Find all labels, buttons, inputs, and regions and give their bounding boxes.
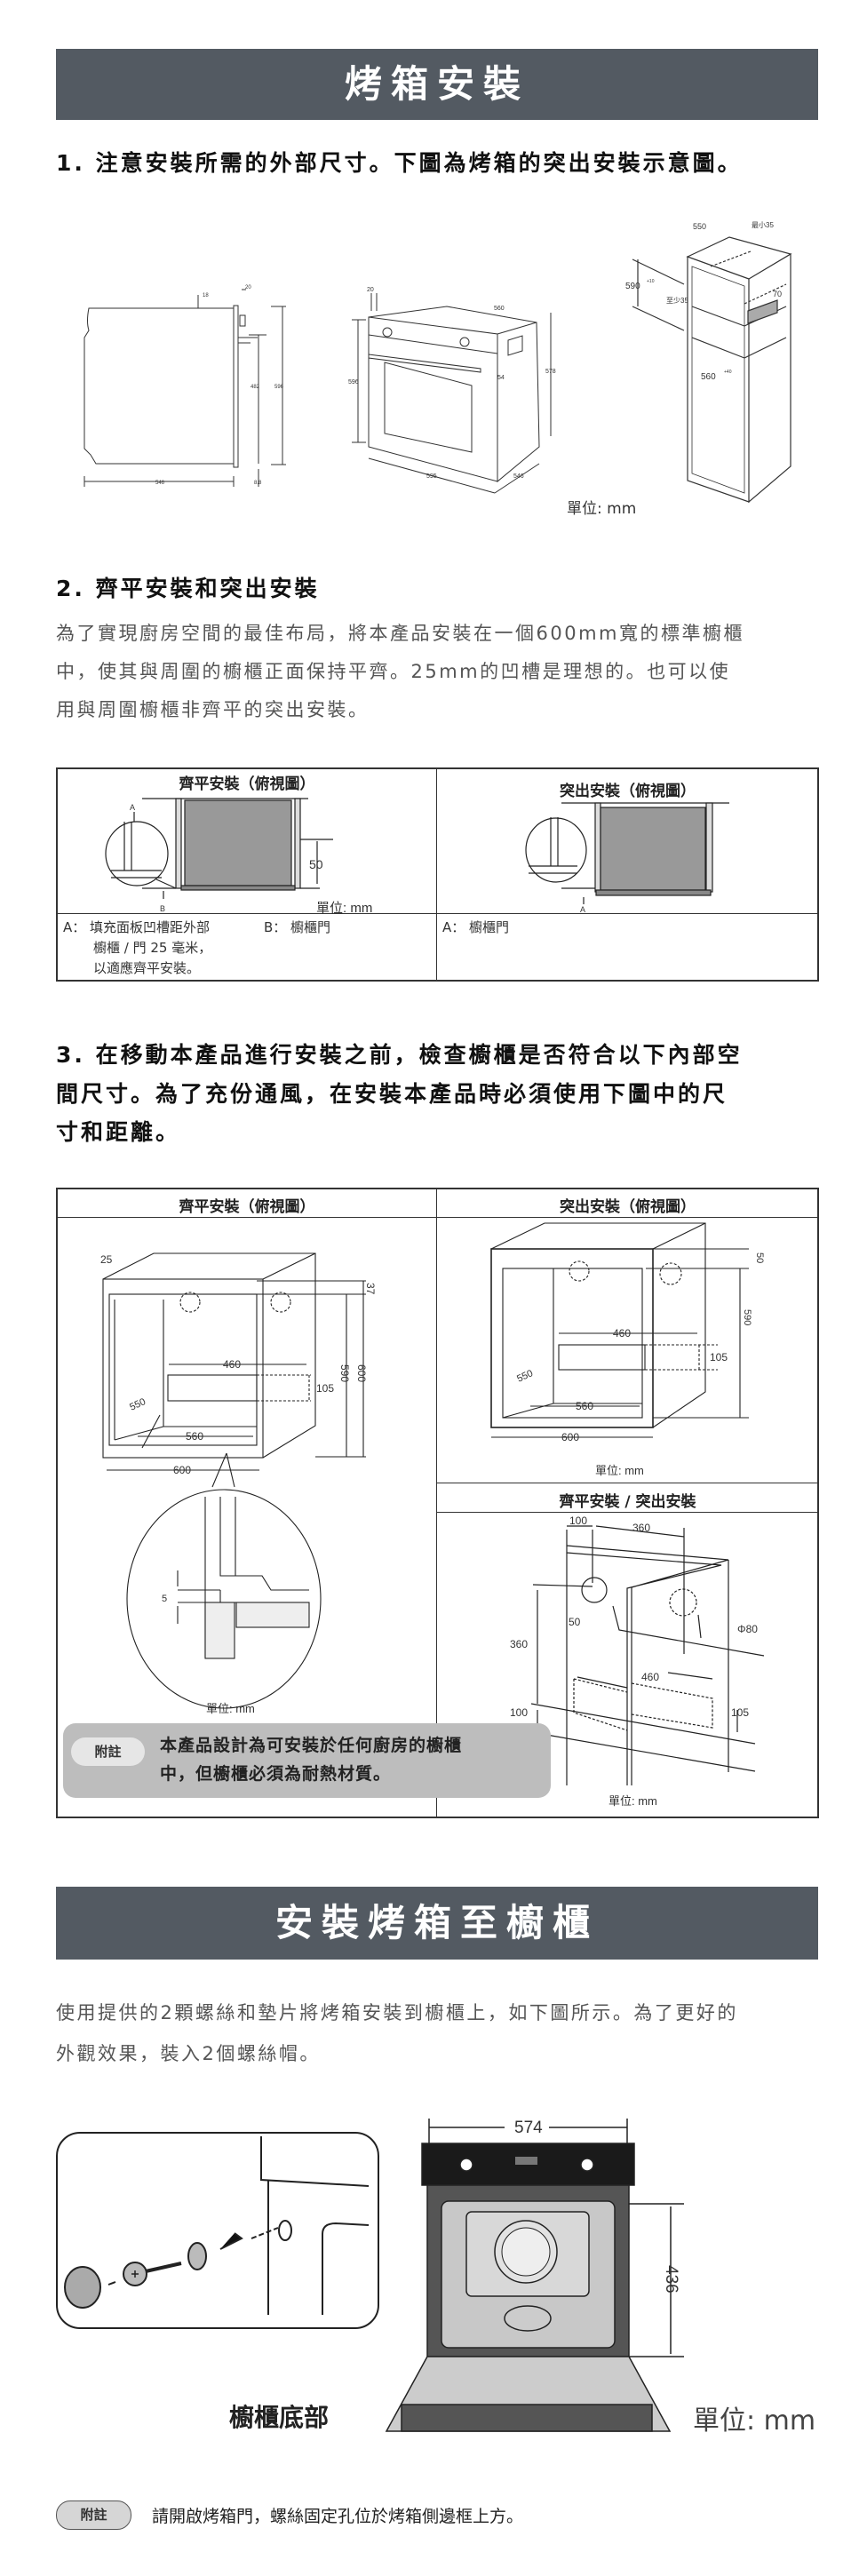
oven-front-diagram: 574 436 (385, 2119, 684, 2432)
at-least-35-label: 至少35 (666, 297, 688, 305)
dim-550: 550 (128, 1396, 147, 1413)
unit-label: 單位: mm (567, 500, 637, 518)
dim-560: 560 (701, 372, 716, 382)
step2-title: 2. 齊平安裝和突出安裝 (56, 576, 320, 601)
flush-cabinet-diagram: 25 37 600 590 460 105 550 560 600 5 單位: … (100, 1252, 377, 1715)
note-b: B： 櫥櫃門 (264, 919, 331, 935)
note-box: 附註 本產品設計為可安裝於任何廚房的櫥櫃 中，但櫥櫃必須為耐熱材質。 (63, 1723, 551, 1798)
flush-protrude-side-diagram: 100 360 Φ80 50 360 460 100 105 單位: mm (510, 1515, 765, 1808)
dim-25: 25 (100, 1253, 113, 1266)
dim-105: 105 (710, 1351, 728, 1364)
flush-header: 齊平安裝（俯視圖） (179, 775, 315, 793)
side-view-diagram: 546 18 20 482 596 8.8 (84, 285, 286, 487)
step3-text-line: 3. 在移動本產品進行安裝之前，檢查櫥櫃是否符合以下內部空 (56, 1042, 743, 1068)
cabinet-bottom-label: 櫥櫃底部 (229, 2403, 330, 2432)
tol-560: +40 (724, 370, 732, 375)
section-header-install-to-cabinet: 安裝烤箱至櫥櫃 (56, 1887, 818, 1960)
dim-574: 574 (514, 2119, 543, 2137)
screw-detail-inset (56, 2132, 379, 2329)
dim-20: 20 (367, 287, 374, 293)
flush-top-view-diagram: A B 50 單位: mm (105, 798, 372, 916)
dim-560: 560 (576, 1400, 593, 1412)
dim-482: 482 (251, 385, 260, 390)
dim-18: 18 (203, 293, 209, 298)
note-badge: 附註 (56, 2500, 131, 2530)
protrude-cabinet-diagram: 50 590 460 105 550 560 600 單位: mm (490, 1222, 765, 1477)
internal-dimensions-table: 齊平安裝（俯視圖） 突出安裝（俯視圖） 齊平安裝 / 突出安裝 (56, 1188, 819, 1818)
dim-50: 50 (309, 857, 323, 871)
dim-596: 596 (348, 379, 359, 386)
section2-paragraph-line: 外觀效果，裝入2個螺絲帽。 (56, 2043, 321, 2064)
dim-578: 578 (545, 369, 556, 375)
dim-546: 546 (513, 473, 524, 480)
protrude-top-view-diagram: A (525, 802, 729, 914)
dim-20: 20 (245, 285, 251, 290)
dim-54: 54 (497, 375, 505, 381)
dim-phi80: Φ80 (737, 1623, 758, 1635)
step3-text-line: 寸和距離。 (56, 1119, 181, 1145)
dim-546: 546 (155, 481, 165, 486)
section2-paragraph-line: 使用提供的2顆螺絲和墊片將烤箱安裝到櫥櫃上，如下圖所示。為了更好的 (56, 2002, 738, 2023)
cabinet-view-diagram: 550 最小35 590 +10 至少35 70 560 +40 (625, 221, 792, 504)
step2-paragraph-line: 用與周圍櫥櫃非齊平的突出安裝。 (56, 699, 370, 720)
step3-text-line: 間尺寸。為了充份通風，在安裝本產品時必須使用下圖中的尺 (56, 1081, 728, 1107)
dim-436: 436 (662, 2265, 680, 2294)
unit-label: 單位: mm (608, 1794, 657, 1808)
dim-460: 460 (223, 1358, 241, 1371)
unit-label: 單位: mm (206, 1702, 255, 1715)
protrude-header: 突出安裝（俯視圖） (560, 783, 696, 800)
dim-360-vertical: 360 (510, 1638, 528, 1650)
unit-label: 單位: mm (693, 2405, 816, 2437)
dim-550: 550 (693, 222, 706, 231)
flush-protrude-header: 齊平安裝 / 突出安裝 (559, 1493, 696, 1511)
label-a: A (130, 803, 135, 812)
section-header-oven-installation: 烤箱安裝 (56, 49, 818, 120)
unit-label: 單位: mm (595, 1464, 644, 1477)
note-a-cont: 櫥櫃 / 門 25 毫米， (93, 940, 212, 956)
tol-590: +10 (647, 279, 655, 284)
dim-560: 560 (186, 1430, 203, 1443)
label-b: B (160, 904, 165, 913)
note-text-line: 本產品設計為可安裝於任何廚房的櫥櫃 (160, 1736, 463, 1755)
dim-100-vertical: 100 (510, 1706, 528, 1719)
dim-8-8: 8.8 (254, 481, 262, 486)
front-view-diagram: 20 560 596 54 578 595 546 (348, 287, 556, 494)
dim-596: 596 (274, 385, 284, 390)
dim-70: 70 (773, 290, 782, 298)
dim-600: 600 (561, 1431, 579, 1443)
dim-460: 460 (613, 1327, 631, 1340)
dim-37: 37 (364, 1283, 377, 1295)
dim-105: 105 (731, 1706, 749, 1719)
dim-5: 5 (162, 1594, 167, 1604)
label-a: A (580, 905, 585, 914)
note-a: A： 填充面板凹槽距外部 (63, 919, 211, 935)
dim-550: 550 (515, 1368, 535, 1385)
dim-100: 100 (569, 1515, 587, 1527)
dim-105: 105 (316, 1382, 334, 1395)
dim-50: 50 (754, 1252, 765, 1263)
note-text: 請開啟烤箱門，螺絲固定孔位於烤箱側邊框上方。 (152, 2507, 524, 2526)
dim-600: 600 (173, 1464, 191, 1476)
note-a-cont: 以適應齊平安裝。 (93, 960, 201, 976)
dim-590: 590 (742, 1309, 752, 1325)
dim-600-vertical: 600 (355, 1364, 368, 1382)
installation-type-table: 齊平安裝（俯視圖） 突出安裝（俯視圖） A： 填充面板凹槽距外部 櫥櫃 / 門 … (56, 767, 819, 982)
step1-title: 1. 注意安裝所需的外部尺寸。下圖為烤箱的突出安裝示意圖。 (56, 150, 743, 176)
dim-590: 590 (338, 1364, 351, 1382)
step2-paragraph-line: 為了實現廚房空間的最佳布局，將本產品安裝在一個600mm寬的標準櫥櫃 (56, 623, 744, 644)
dim-595: 595 (426, 473, 437, 480)
dim-460: 460 (641, 1671, 659, 1683)
step2-paragraph-line: 中，使其與周圍的櫥櫃正面保持平齊。25mm的凹槽是理想的。也可以使 (56, 661, 731, 682)
flush-header: 齊平安裝（俯視圖） (179, 1198, 315, 1216)
min-35-label: 最小35 (752, 221, 774, 229)
unit-label: 單位: mm (316, 901, 372, 916)
protrude-header: 突出安裝（俯視圖） (560, 1198, 696, 1216)
dim-560: 560 (494, 306, 505, 312)
note-text-line: 中，但櫥櫃必須為耐熱材質。 (160, 1764, 392, 1784)
dim-590: 590 (625, 282, 640, 291)
dim-50: 50 (569, 1616, 581, 1628)
note-badge: 附註 (71, 1737, 145, 1766)
note-a-right: A： 櫥櫃門 (442, 919, 510, 935)
dim-360: 360 (632, 1522, 650, 1534)
